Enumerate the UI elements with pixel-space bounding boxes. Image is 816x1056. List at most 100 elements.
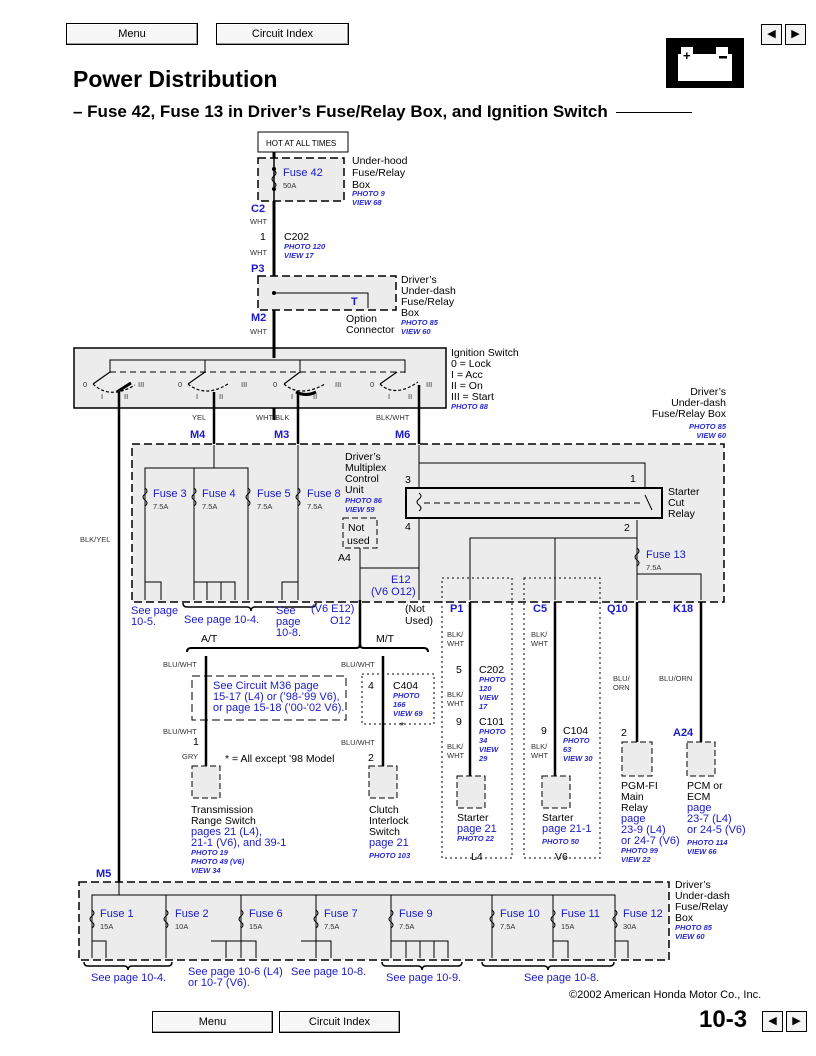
diagram-label: L4 [471, 851, 483, 863]
diagram-label: 21-1 (V6), and 39-1 [191, 837, 286, 849]
underdash-fuse-box-bottom [78, 881, 670, 961]
diagram-label: Transmission [191, 804, 253, 816]
diagram-label: Under-hood [352, 155, 408, 167]
next-page-button[interactable]: ▶ [785, 24, 806, 45]
diagram-label: M4 [190, 429, 206, 441]
diagram-label: GRY [182, 752, 198, 761]
diagram-label: 17 [479, 702, 488, 711]
diagram-label: III [241, 380, 247, 389]
wire-segment [272, 291, 276, 295]
diagram-label: 34 [479, 736, 488, 745]
ignition-switch [73, 347, 447, 409]
diagram-label: 0 [83, 380, 87, 389]
wire-segment [145, 581, 162, 600]
diagram-label: Fuse 9 [399, 908, 433, 920]
right-triangle-icon: ▶ [791, 28, 800, 40]
diagram-label: 1 [193, 736, 199, 748]
wire-segment [187, 371, 206, 385]
diagram-label: VIEW 60 [401, 327, 431, 336]
diagram-label: page [276, 616, 300, 628]
diagram-label: 15A [100, 922, 113, 931]
diagram-label: 0 [273, 380, 277, 389]
wire-segment [89, 909, 95, 929]
wire-segment [469, 537, 637, 600]
diagram-label: PHOTO [479, 727, 506, 736]
diagram-label: PHOTO 88 [451, 402, 489, 411]
diagram-label: 7.5A [202, 502, 217, 511]
circuit-index-button[interactable]: Circuit Index [216, 23, 349, 45]
diagram-label: Interlock [369, 815, 409, 827]
diagram-label: M5 [96, 868, 111, 880]
diagram-label: Box [352, 179, 371, 191]
diagram-label: C202 [284, 231, 309, 243]
wire-segment [615, 940, 629, 958]
diagram-label: 29 [478, 754, 488, 763]
menu-button[interactable]: Menu [66, 23, 198, 45]
diagram-label: BLU/WHT [163, 727, 197, 736]
diagram-label: 7.5A [257, 502, 272, 511]
wire-segment [186, 643, 429, 653]
wire-segment [379, 371, 398, 385]
diagram-label: BLK/WHT [376, 413, 410, 422]
diagram-label: 4 [368, 680, 374, 692]
diagram-label: PHOTO 85 [689, 422, 727, 431]
diagram-label: P1 [450, 603, 463, 615]
diagram-label: PHOTO [479, 675, 506, 684]
diagram-label: VIEW 68 [352, 198, 382, 207]
diagram-label: WHT/BLK [256, 413, 289, 422]
diagram-label: 9 [541, 725, 547, 737]
wire-segment [163, 909, 169, 929]
diagram-label: I [291, 392, 293, 401]
diagram-label: M/T [376, 633, 395, 645]
menu-button-bottom[interactable]: Menu [152, 1011, 273, 1033]
diagram-label: Under-dash [675, 890, 730, 902]
pcm-ecm [686, 741, 716, 777]
diagram-label: II [313, 392, 317, 401]
diagram-label: Relay [668, 508, 696, 520]
wire-segment [144, 467, 249, 600]
wire-segment [194, 581, 236, 600]
diagram-label: VIEW 60 [696, 431, 726, 440]
diagram-label: used [347, 535, 370, 547]
diagram-label: T [351, 296, 358, 308]
left-triangle-icon: ◀ [767, 28, 776, 40]
diagram-label: BLK/ [531, 630, 548, 639]
diagram-label: 2 [624, 522, 630, 534]
diagram-label: Under-dash [671, 397, 726, 409]
diagram-label: Fuse/Relay Box [652, 408, 727, 420]
diagram-label: I [196, 392, 198, 401]
diagram-label: or page 15-18 (’00-’02 V6). [213, 702, 344, 714]
starter-l4 [456, 775, 486, 809]
wire-segment [187, 383, 229, 392]
diagram-label: Fuse 12 [623, 908, 663, 920]
diagram-label: BLU/WHT [163, 660, 197, 669]
diagram-label: PHOTO 86 [345, 496, 383, 505]
wire-segment [419, 462, 646, 488]
wire-segment [379, 381, 419, 392]
diagram-label: O12 [330, 615, 351, 627]
diagram-label: 7.5A [500, 922, 515, 931]
diagram-label: Fuse 6 [249, 908, 283, 920]
diagram-label: 166 [393, 700, 406, 709]
diagram-label: YEL [192, 413, 206, 422]
diagram-label: Fuse/Relay [352, 167, 406, 179]
wire-segment [238, 909, 244, 929]
diagram-label: Cut [668, 497, 684, 509]
diagram-label: C101 [479, 716, 504, 728]
diagram-label: 7.5A [399, 922, 414, 931]
prev-page-button-bottom[interactable]: ◀ [762, 1011, 783, 1032]
next-page-button-bottom[interactable]: ▶ [786, 1011, 807, 1032]
diagram-label: E12 [391, 574, 411, 586]
wire-segment [550, 909, 556, 929]
wire-segment [416, 492, 422, 512]
wire-segment [91, 894, 616, 958]
prev-page-button[interactable]: ◀ [761, 24, 782, 45]
diagram-label: See page 10-4. [184, 614, 259, 626]
diagram-label: Ignition Switch [451, 347, 519, 359]
diagram-label: I [101, 392, 103, 401]
wire-segment [245, 487, 251, 507]
diagram-label: Box [675, 912, 694, 924]
diagram-label: PHOTO 99 [621, 846, 659, 855]
diagram-label: BLK/ [447, 630, 464, 639]
circuit-index-button-bottom[interactable]: Circuit Index [279, 1011, 400, 1033]
